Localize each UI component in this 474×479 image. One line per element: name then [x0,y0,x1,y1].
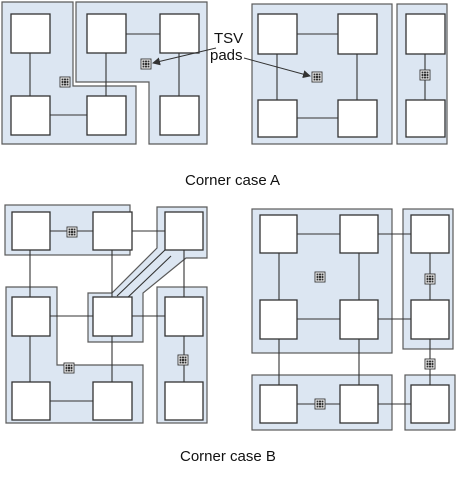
block [337,13,378,55]
block [92,211,133,251]
tsv-pad-icon [419,69,431,81]
block [86,13,127,54]
block [164,296,204,337]
tsv-pad-icon [63,362,75,374]
block [10,13,51,54]
caption-corner-case-a: Corner case A [185,172,280,189]
block [339,299,379,340]
caption-corner-case-b: Corner case B [180,448,276,465]
block [257,13,298,55]
block [410,299,450,340]
block [11,296,51,337]
case-b-left-wires [29,230,185,402]
tsv-label-line2: pads [210,47,243,64]
block [259,214,298,254]
block [11,211,51,251]
case-b-right-floorplan [251,208,456,431]
tsv-pad-icon [314,398,326,410]
tsv-pad-icon [66,226,78,238]
tsv-pad-icon [140,58,152,70]
tsv-pads-callout: TSV pads [152,30,311,79]
block [164,211,204,251]
tsv-pad-icon [424,358,436,370]
case-a-left-floorplan [1,1,208,145]
block [92,296,133,337]
block [259,299,298,340]
block [92,381,133,421]
tsv-arrow-left [152,47,217,66]
tsv-pad-icon [59,76,71,88]
case-b-left-floorplan [4,204,208,424]
tsv-label-line1: TSV [214,30,243,47]
tsv-pad-icon [177,354,189,366]
block [164,381,204,421]
block [11,381,51,421]
case-a-right-floorplan [251,3,448,145]
tsv-pad-icon [311,71,323,83]
block [10,95,51,136]
tsv-pad-icon [314,271,326,283]
block [159,13,200,54]
block [339,214,379,254]
block [410,384,450,424]
block [339,384,379,424]
block [86,95,127,136]
block [259,384,298,424]
block [337,99,378,138]
block [410,214,450,254]
block [405,13,446,55]
block [257,99,298,138]
tsv-pad-icon [424,273,436,285]
block [405,99,446,138]
tsv-arrow-right [243,57,311,79]
block [159,95,200,136]
